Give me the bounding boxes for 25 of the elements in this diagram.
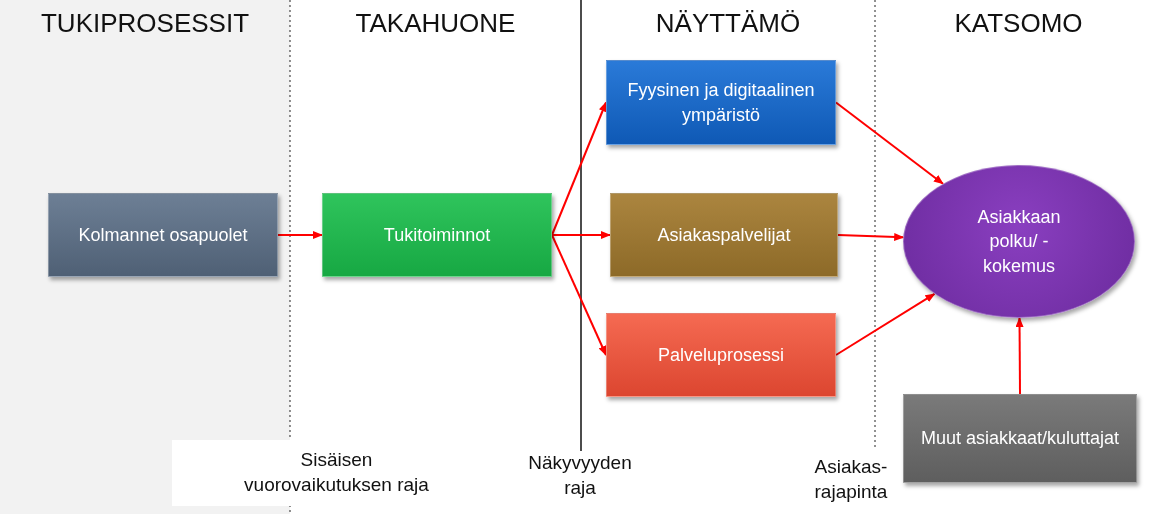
- process-box: [606, 60, 836, 145]
- arrow: [837, 233, 905, 241]
- column-heading: TAKAHUONE: [354, 7, 517, 40]
- box-label: Asiakaspalvelijat: [657, 223, 791, 247]
- arrow: [835, 292, 936, 356]
- arrow: [1015, 317, 1024, 395]
- process-box: [610, 193, 838, 277]
- box-label: Tukitoiminnot: [383, 223, 491, 247]
- arrow: [835, 101, 944, 185]
- arrow: [277, 231, 323, 239]
- box-label: Fyysinen ja digitaalinen ympäristö: [626, 79, 816, 127]
- process-box: [48, 193, 278, 277]
- process-box: [606, 313, 836, 397]
- box-label: Palveluprosessi: [657, 343, 785, 367]
- box-label: Kolmannet osapuolet: [78, 223, 248, 247]
- column-heading: NÄYTTÄMÖ: [654, 7, 802, 40]
- column-heading: KATSOMO: [953, 7, 1084, 40]
- column-heading: TUKIPROSESSIT: [39, 7, 250, 40]
- box-label: Muut asiakkaat/kuluttajat: [920, 427, 1120, 451]
- process-box: [322, 193, 552, 277]
- box-label: Asiakkaan polku/ - kokemus: [976, 206, 1062, 278]
- arrow: [551, 234, 607, 356]
- process-box: [903, 394, 1137, 483]
- arrow: [551, 231, 611, 239]
- arrow: [551, 101, 607, 236]
